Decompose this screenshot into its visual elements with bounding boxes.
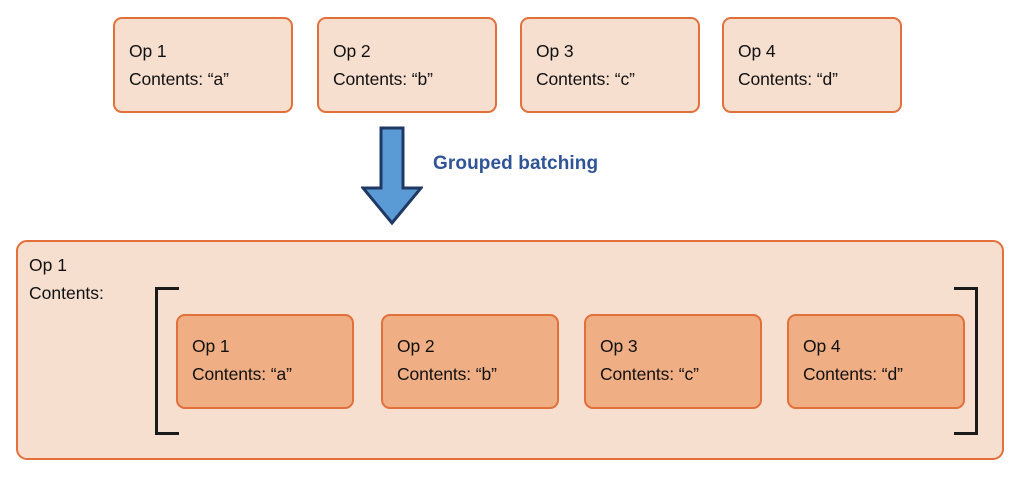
op-contents: Contents: “b” <box>397 364 497 384</box>
op-contents: Contents: “a” <box>129 69 229 89</box>
op-label: Op 3 <box>600 336 638 356</box>
top-op-box-1: Op 1 Contents: “a” <box>113 17 293 113</box>
top-op-box-3: Op 3 Contents: “c” <box>520 17 700 113</box>
arrow-caption-label: Grouped batching <box>433 153 599 174</box>
op-label: Op 2 <box>397 336 435 356</box>
op-label: Op 4 <box>803 336 841 356</box>
bracket-close <box>954 287 978 435</box>
op-contents: Contents: “c” <box>536 69 635 89</box>
top-op-box-4: Op 4 Contents: “d” <box>722 17 902 113</box>
arrow-down-icon <box>361 126 423 226</box>
batched-op-box-3: Op 3 Contents: “c” <box>584 314 762 409</box>
op-contents: Contents: “c” <box>600 364 699 384</box>
grouped-contents-label: Contents: <box>29 283 104 303</box>
batched-op-box-1: Op 1 Contents: “a” <box>176 314 354 409</box>
op-contents: Contents: “d” <box>738 69 838 89</box>
op-contents: Contents: “a” <box>192 364 292 384</box>
op-contents: Contents: “d” <box>803 364 903 384</box>
top-op-box-2: Op 2 Contents: “b” <box>317 17 497 113</box>
op-label: Op 1 <box>192 336 230 356</box>
op-label: Op 3 <box>536 41 574 61</box>
batched-op-box-4: Op 4 Contents: “d” <box>787 314 965 409</box>
bracket-open <box>155 287 179 435</box>
op-contents: Contents: “b” <box>333 69 433 89</box>
op-label: Op 4 <box>738 41 776 61</box>
batched-op-box-2: Op 2 Contents: “b” <box>381 314 559 409</box>
op-label: Op 2 <box>333 41 371 61</box>
grouped-op-label: Op 1 <box>29 255 67 275</box>
op-label: Op 1 <box>129 41 167 61</box>
